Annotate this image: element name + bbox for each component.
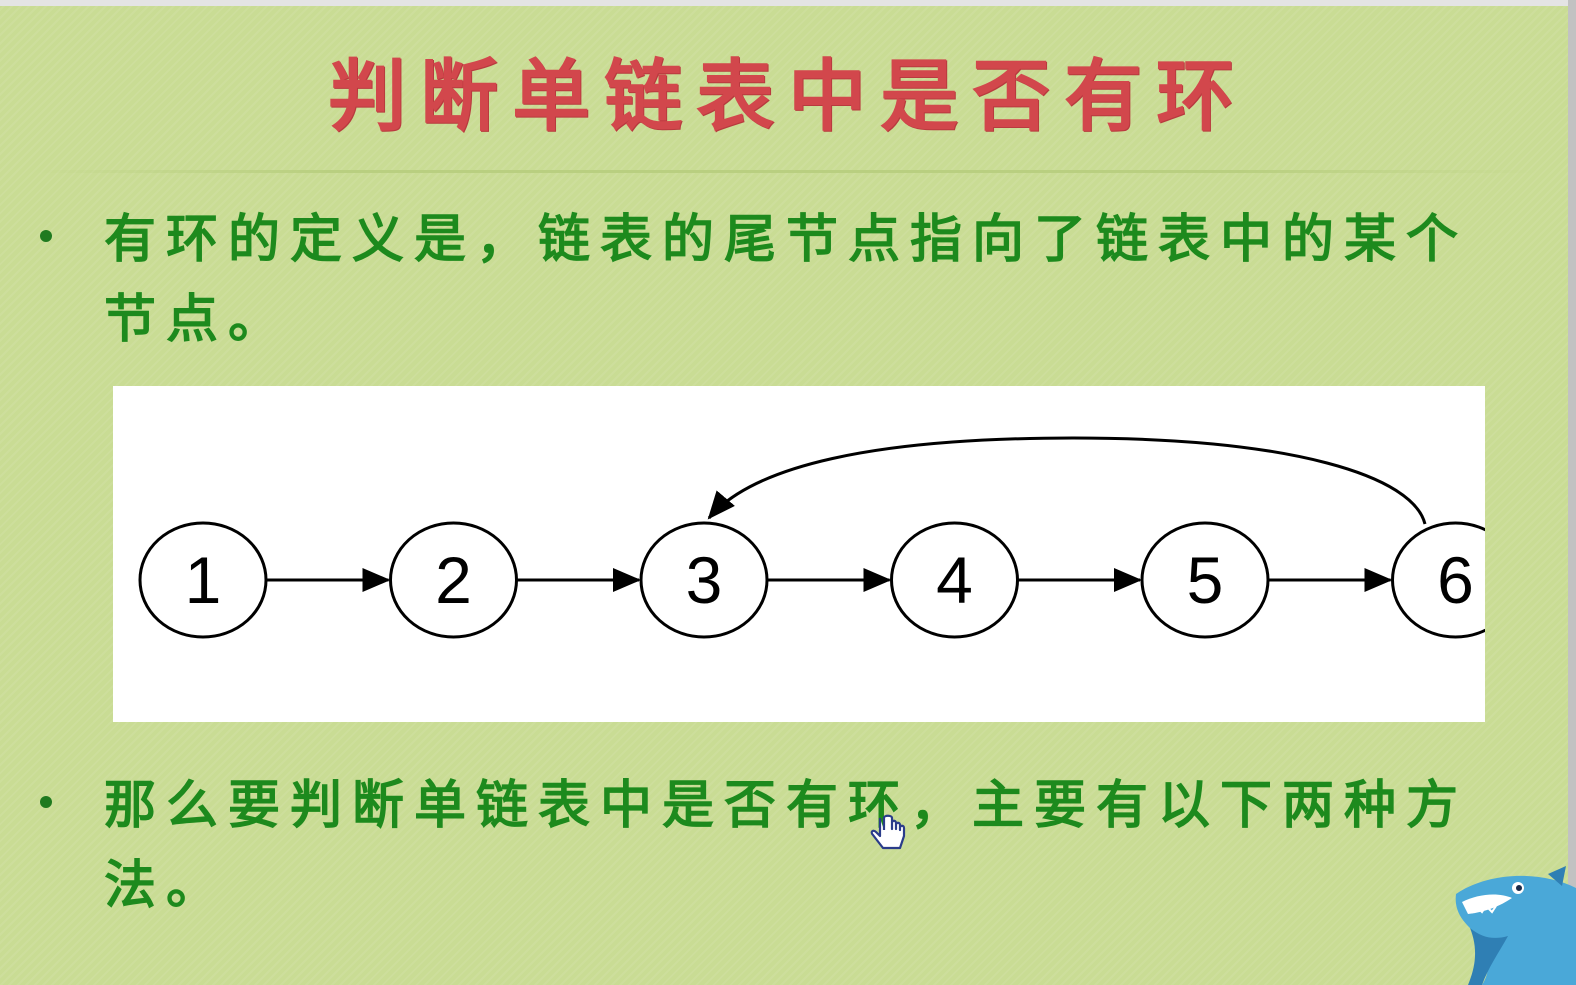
node-label-4: 4 xyxy=(936,543,973,617)
list-node-4: 4 xyxy=(890,521,1019,639)
node-label-2: 2 xyxy=(435,543,472,617)
node-circle-6 xyxy=(1391,521,1485,639)
node-label-6: 6 xyxy=(1437,543,1474,617)
slide-title: 判断单链表中是否有环 xyxy=(327,51,1248,142)
hand-pointer-icon xyxy=(870,814,906,850)
node-label-1: 1 xyxy=(185,543,222,617)
title-divider xyxy=(30,170,1540,173)
bullet-text-2: 那么要判断单链表中是否有环，主要有以下两种方法。 xyxy=(104,776,1469,916)
bullet-text-1: 有环的定义是，链表的尾节点指向了链表中的某个节点。 xyxy=(104,210,1469,350)
linked-list-diagram: 1 2 3 4 5 6 xyxy=(113,386,1485,722)
node-circle-4 xyxy=(890,521,1019,639)
cycle-edge xyxy=(707,436,1427,525)
node-circle-1 xyxy=(138,521,268,639)
node-circle-5 xyxy=(1140,521,1270,639)
node-label-3: 3 xyxy=(686,543,723,617)
list-node-3: 3 xyxy=(639,521,769,639)
node-label-5: 5 xyxy=(1187,543,1224,617)
shark-mascot-icon xyxy=(1455,866,1576,985)
list-node-6: 6 xyxy=(1391,521,1485,639)
list-nodes: 1 2 3 4 5 6 xyxy=(138,521,1485,639)
window-top-border xyxy=(0,0,1576,6)
node-circle-3 xyxy=(639,521,769,639)
list-node-5: 5 xyxy=(1140,521,1270,639)
linked-list-svg: 1 2 3 4 5 6 xyxy=(138,436,1485,639)
bullet-dot-2 xyxy=(40,796,52,808)
list-node-2: 2 xyxy=(389,521,518,639)
node-circle-2 xyxy=(389,521,518,639)
list-node-1: 1 xyxy=(138,521,268,639)
bullet-dot-1 xyxy=(40,230,52,242)
window-right-border xyxy=(1568,0,1576,985)
